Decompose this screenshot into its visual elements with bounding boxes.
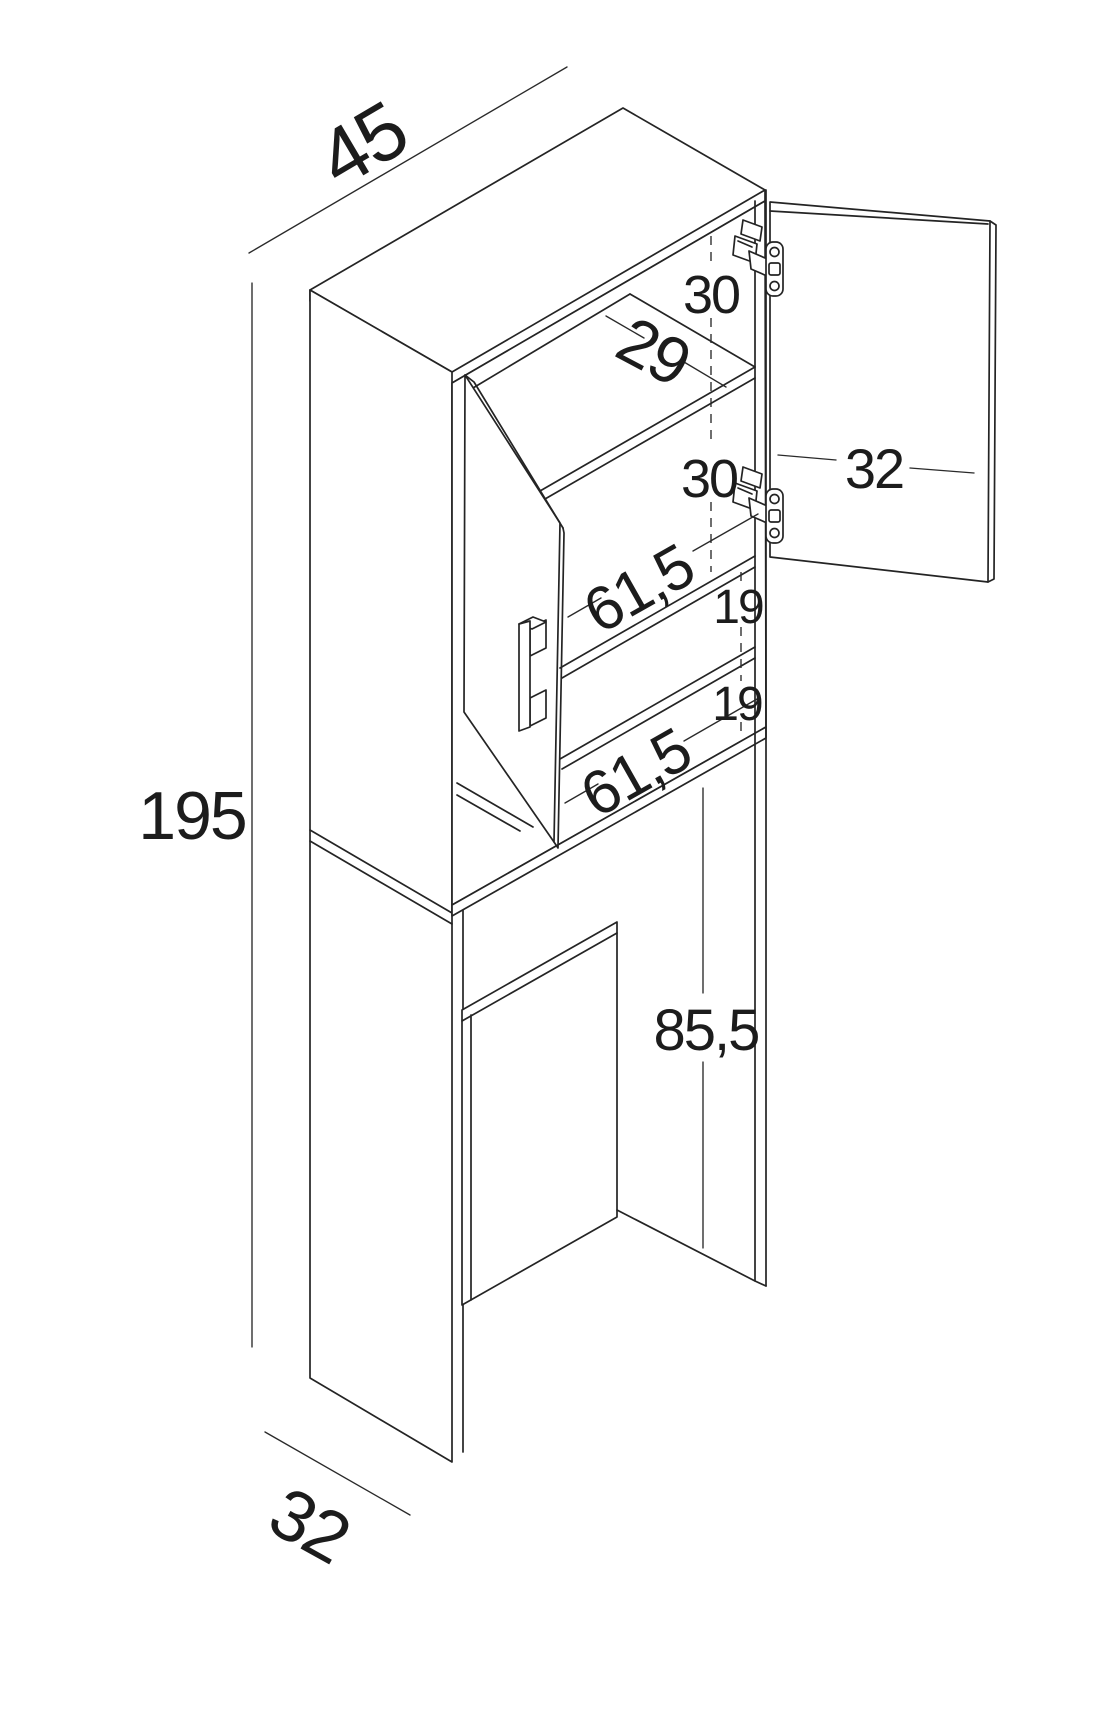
shelf-1-back-edge	[472, 293, 631, 389]
right-door-top-inner	[769, 210, 989, 225]
hinge-bottom-screw-2	[769, 527, 780, 539]
shelf-3-front-edge	[559, 646, 756, 770]
hinge-bottom-plate	[765, 488, 784, 544]
dim-label-bottom-depth: 32	[256, 1472, 361, 1579]
dim-line-top-width	[248, 66, 568, 254]
dim-label-top-width: 45	[303, 84, 421, 204]
dim-line-shelf-width-upper	[567, 513, 759, 618]
dim-line-open-door-width	[777, 454, 975, 474]
hinge-top-slot	[768, 262, 781, 276]
shelf-1-front-edge	[539, 366, 756, 500]
dim-line-shelf-depth	[605, 315, 727, 388]
door-handle	[518, 616, 547, 732]
hinge-bottom-slot	[768, 509, 781, 523]
front-right-edge	[754, 189, 767, 1287]
dim-label-upper-gap-middle: 30	[681, 449, 737, 509]
back-panel-thickness	[461, 932, 618, 1301]
dim-line-bottom-depth	[264, 1431, 411, 1516]
side-joint-band	[309, 829, 453, 925]
dim-label-niche-height: 85,5	[654, 998, 759, 1063]
dim-line-shelf-width-lower	[564, 698, 758, 804]
dim-label-shelf-gap-upper: 19	[713, 581, 763, 634]
hinge-bottom-screw-1	[769, 493, 780, 505]
dimension-lines	[248, 66, 975, 1516]
shelf-2-front-edge	[559, 555, 756, 679]
left-side-panel	[309, 289, 453, 1463]
handle-bar	[518, 620, 531, 732]
back-panel	[461, 921, 618, 1306]
hinge-top-screw-2	[769, 280, 780, 292]
left-door-open	[463, 374, 565, 849]
dim-label-total-height: 195	[138, 778, 245, 854]
upper-shelves	[451, 189, 767, 1287]
left-door-top-thickness	[464, 374, 564, 529]
hinge-top	[732, 219, 784, 297]
hinge-top-cup-line	[737, 240, 753, 248]
hinge-bottom	[732, 466, 784, 544]
right-side-panel-inner	[616, 1209, 767, 1287]
interior-detail-lines	[456, 782, 534, 832]
hinge-top-screw-1	[769, 246, 780, 258]
right-door-open	[769, 201, 997, 583]
hinge-top-plate	[765, 241, 784, 297]
hinge-bottom-flap	[740, 466, 763, 489]
hinge-bottom-cup-line	[737, 487, 753, 495]
left-door-edge-thickness	[553, 527, 565, 849]
lower-niche-section	[461, 921, 767, 1306]
right-door-face	[769, 201, 991, 583]
dim-label-upper-gap-top: 30	[683, 265, 739, 325]
dim-label-shelf-gap-lower: 19	[712, 678, 762, 731]
dim-label-open-door-width: 32	[845, 437, 903, 500]
right-door-edge-thickness	[987, 220, 997, 583]
hinge-top-flap	[740, 219, 763, 242]
shelf-1-right-edge	[629, 293, 756, 368]
